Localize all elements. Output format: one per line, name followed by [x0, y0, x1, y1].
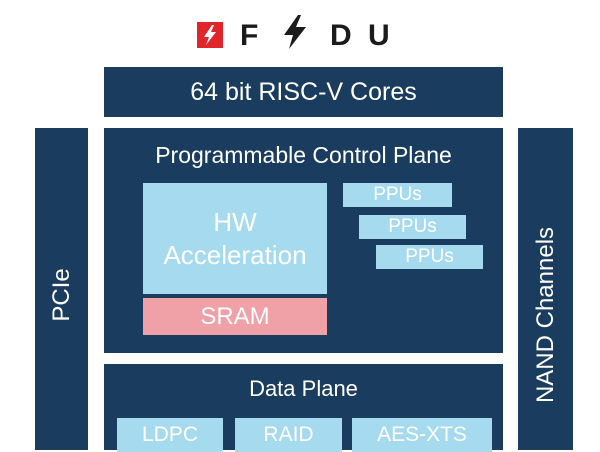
ppu-label-2: PPUs — [388, 216, 437, 237]
ppu-block-1: PPUs — [343, 183, 452, 207]
logo-bolt-icon — [197, 22, 223, 48]
logo-letter-d: D — [330, 19, 352, 52]
logo-a-bolt-icon — [284, 15, 306, 49]
hw-acceleration-line2: Acceleration — [163, 239, 307, 270]
risc-v-cores-block: 64 bit RISC-V Cores — [104, 67, 503, 117]
sram-label: SRAM — [200, 302, 270, 330]
data-plane-title: Data Plane — [249, 376, 358, 401]
pcie-block: PCIe — [35, 128, 88, 450]
ppu-block-2: PPUs — [359, 215, 466, 239]
ldpc-label: LDPC — [141, 423, 199, 446]
ppu-label-3: PPUs — [405, 246, 454, 267]
hw-acceleration-block: HW Acceleration — [143, 183, 327, 294]
logo-letter-a — [280, 15, 310, 57]
nand-channels-label: NAND Channels — [531, 226, 559, 403]
raid-block: RAID — [235, 418, 342, 452]
sram-block: SRAM — [143, 298, 327, 335]
control-plane-title: Programmable Control Plane — [155, 142, 452, 168]
aes-xts-block: AES-XTS — [352, 418, 492, 452]
logo-letter-f: F — [240, 19, 259, 52]
ppu-label-1: PPUs — [373, 184, 422, 205]
ldpc-block: LDPC — [117, 418, 223, 452]
ppu-block-3: PPUs — [376, 245, 483, 269]
hw-acceleration-line1: HW — [213, 207, 257, 237]
nand-channels-block: NAND Channels — [518, 128, 573, 450]
risc-v-cores-label: 64 bit RISC-V Cores — [190, 77, 417, 106]
logo-letter-u: U — [368, 19, 390, 52]
raid-label: RAID — [263, 423, 314, 446]
pcie-label: PCIe — [47, 268, 75, 323]
aes-xts-label: AES-XTS — [377, 423, 467, 446]
logo-wordmark: F D U — [240, 15, 400, 57]
